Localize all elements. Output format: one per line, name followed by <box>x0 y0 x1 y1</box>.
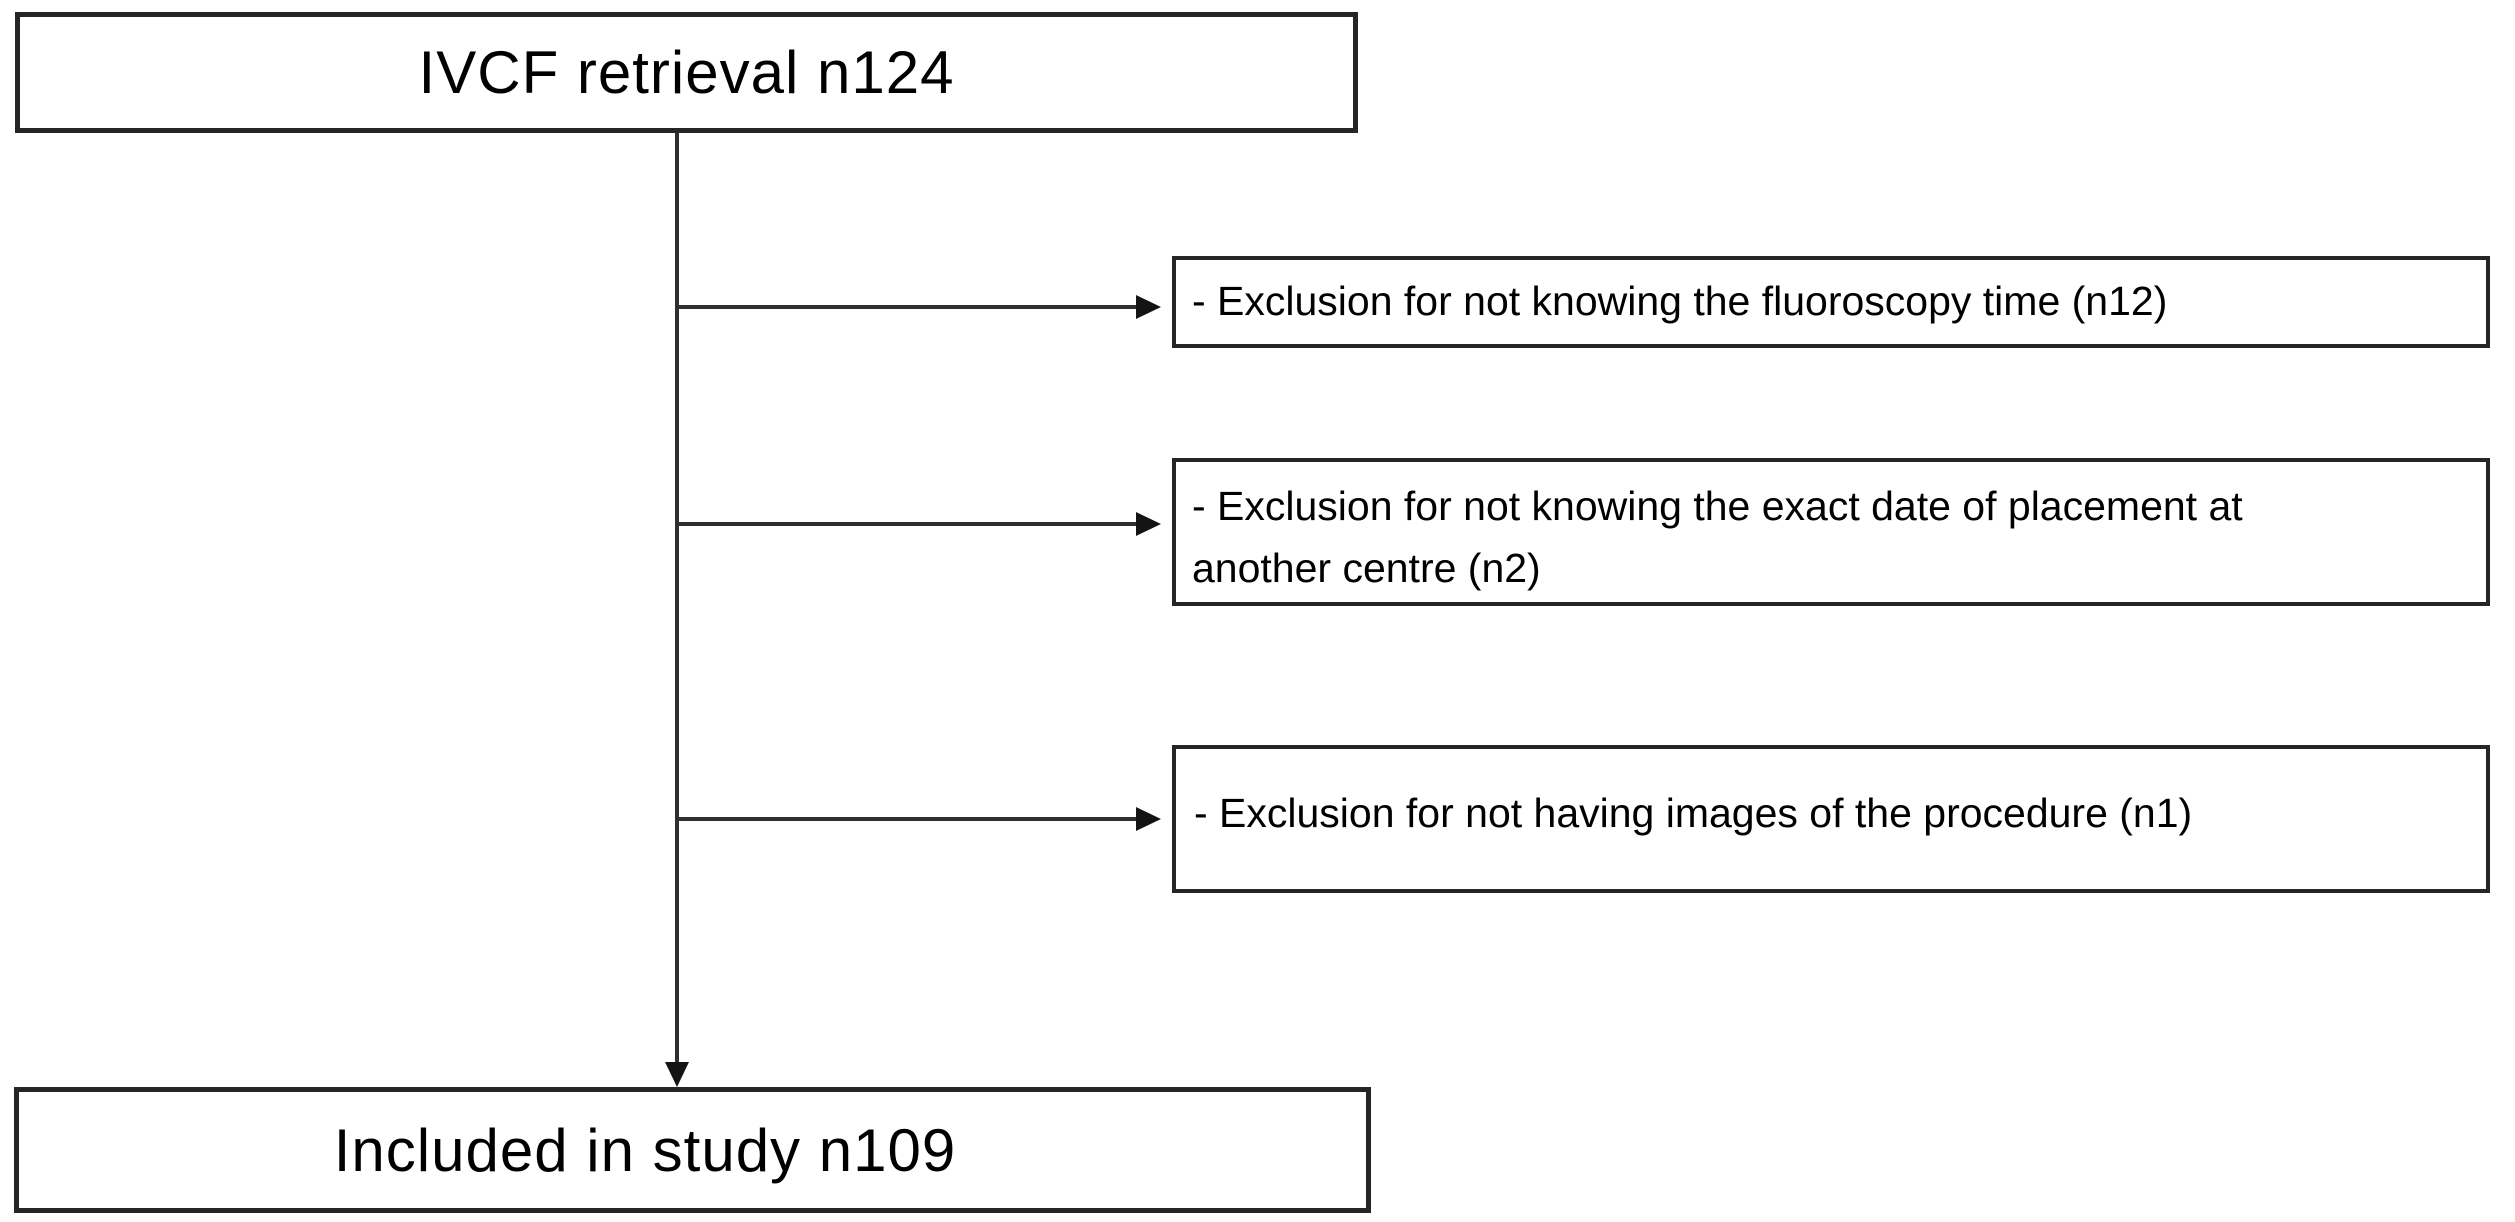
branch-line-2 <box>677 522 1137 526</box>
right-arrowhead-icon <box>1136 295 1161 319</box>
exclusion-box-3: - Exclusion for not having images of the… <box>1172 745 2490 893</box>
source-box-label: IVCF retrieval n124 <box>418 39 955 106</box>
branch-line-1 <box>677 305 1137 309</box>
down-arrowhead-icon <box>665 1062 689 1087</box>
exclusion-box-1-label: - Exclusion for not knowing the fluorosc… <box>1192 278 2168 325</box>
exclusion-box-1: - Exclusion for not knowing the fluorosc… <box>1172 256 2490 348</box>
vertical-connector-line <box>675 133 679 1063</box>
included-box-label: Included in study n109 <box>333 1116 957 1184</box>
exclusion-box-3-label: - Exclusion for not having images of the… <box>1194 790 2193 836</box>
source-box: IVCF retrieval n124 <box>15 12 1358 133</box>
included-box: Included in study n109 <box>14 1087 1371 1213</box>
right-arrowhead-icon <box>1136 807 1161 831</box>
branch-line-3 <box>677 817 1137 821</box>
exclusion-box-2-label: - Exclusion for not knowing the exact da… <box>1192 483 2243 591</box>
right-arrowhead-icon <box>1136 512 1161 536</box>
exclusion-box-2: - Exclusion for not knowing the exact da… <box>1172 458 2490 606</box>
